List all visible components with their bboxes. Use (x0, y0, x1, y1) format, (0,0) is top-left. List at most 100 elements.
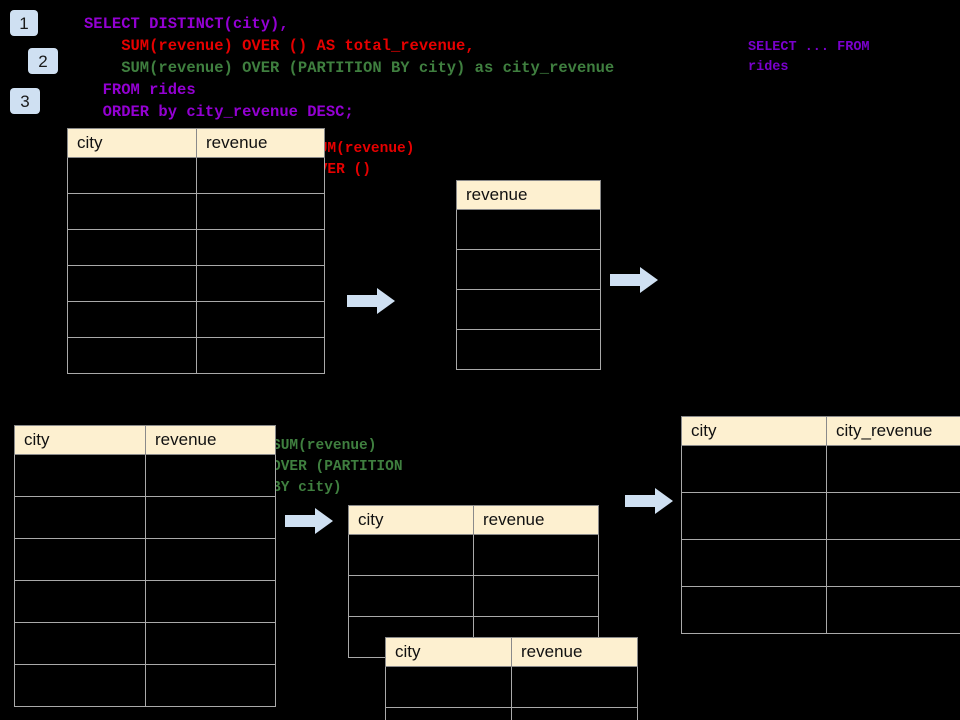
cell (826, 586, 960, 634)
table-header-row: revenue (456, 180, 601, 210)
table-row (14, 454, 276, 497)
cell (348, 575, 474, 617)
table-row (456, 289, 601, 330)
table-row (14, 496, 276, 539)
cell (67, 157, 197, 194)
sql-line-from-rides: FROM rides (84, 81, 196, 99)
annotation-select-from-rides: SELECT ... FROM rides (748, 40, 870, 75)
table-header-row: city revenue (385, 637, 638, 667)
table-row (67, 229, 325, 266)
cell (196, 229, 325, 266)
column-header-revenue: revenue (196, 128, 325, 158)
column-header-city-revenue: city_revenue (826, 416, 960, 446)
table-row (681, 492, 960, 540)
cell (145, 538, 276, 581)
cell (14, 580, 146, 623)
cell (681, 492, 827, 540)
table-row (385, 666, 638, 708)
cell (145, 454, 276, 497)
column-header-city: city (67, 128, 197, 158)
table-final-result: city city_revenue (681, 416, 960, 634)
cell (196, 301, 325, 338)
sql-line-select-distinct: SELECT DISTINCT(city), (84, 15, 289, 33)
table-partition-group-front: city revenue (385, 637, 638, 720)
table-header-row: city revenue (348, 505, 599, 535)
table-row (456, 209, 601, 250)
cell (826, 539, 960, 587)
arrow-right-icon (347, 288, 395, 314)
cell (196, 193, 325, 230)
table-row (348, 575, 599, 617)
cell (196, 337, 325, 374)
table-row (67, 157, 325, 194)
table-rides-source-bottom: city revenue (14, 425, 276, 707)
cell (145, 496, 276, 539)
annotation-sum-over-partition: SUM(revenue) OVER (PARTITION BY city) (272, 438, 403, 496)
sql-line-sum-over-empty: SUM(revenue) OVER () AS total_revenue, (84, 37, 475, 55)
table-row (67, 265, 325, 302)
arrow-source-to-total (347, 288, 395, 314)
cell (14, 622, 146, 665)
cell (473, 534, 599, 576)
table-header-row: city revenue (14, 425, 276, 455)
cell (67, 337, 197, 374)
column-header-city: city (681, 416, 827, 446)
cell (511, 666, 638, 708)
cell (511, 707, 638, 720)
cell (145, 580, 276, 623)
arrow-right-icon (285, 508, 333, 534)
table-row (348, 534, 599, 576)
cell (14, 664, 146, 707)
cell (385, 707, 512, 720)
step-badge-1-label: 1 (19, 13, 29, 33)
arrow-total-to-result (610, 267, 658, 293)
column-header-revenue: revenue (473, 505, 599, 535)
table-row (67, 301, 325, 338)
table-row (14, 622, 276, 665)
cell (681, 445, 827, 493)
sql-line-order-by: ORDER by city_revenue DESC; (84, 103, 354, 121)
annotation-sum-over-empty: SUM(revenue) OVER () (310, 141, 415, 178)
table-row (67, 193, 325, 230)
table-row (681, 445, 960, 493)
column-header-revenue: revenue (145, 425, 276, 455)
step-badge-1: 1 (10, 10, 38, 36)
column-header-revenue: revenue (511, 637, 638, 667)
step-badge-2: 2 (28, 48, 58, 74)
cell (456, 249, 601, 290)
step-badge-2-label: 2 (38, 51, 48, 71)
cell (348, 534, 474, 576)
table-row (681, 539, 960, 587)
arrow-source-to-partition (285, 508, 333, 534)
table-rides-source-top: city revenue (67, 128, 325, 374)
arrow-right-icon (625, 488, 673, 514)
column-header-city: city (14, 425, 146, 455)
cell (456, 289, 601, 330)
cell (456, 329, 601, 370)
table-row (14, 664, 276, 707)
cell (385, 666, 512, 708)
column-header-city: city (348, 505, 474, 535)
cell (681, 539, 827, 587)
table-row (14, 580, 276, 623)
table-total-revenue: revenue (456, 180, 601, 370)
cell (67, 193, 197, 230)
table-partition-group-back: city revenue (348, 505, 599, 658)
table-row (14, 538, 276, 581)
arrow-partition-to-result (625, 488, 673, 514)
cell (826, 445, 960, 493)
cell (681, 586, 827, 634)
cell (14, 454, 146, 497)
cell (196, 265, 325, 302)
sql-line-sum-over-partition: SUM(revenue) OVER (PARTITION BY city) as… (84, 59, 615, 77)
table-row (456, 329, 601, 370)
step-badge-3-label: 3 (20, 91, 30, 111)
cell (196, 157, 325, 194)
cell (456, 209, 601, 250)
column-header-revenue: revenue (456, 180, 601, 210)
cell (826, 492, 960, 540)
table-row (67, 337, 325, 374)
table-row (456, 249, 601, 290)
table-row (385, 707, 638, 720)
